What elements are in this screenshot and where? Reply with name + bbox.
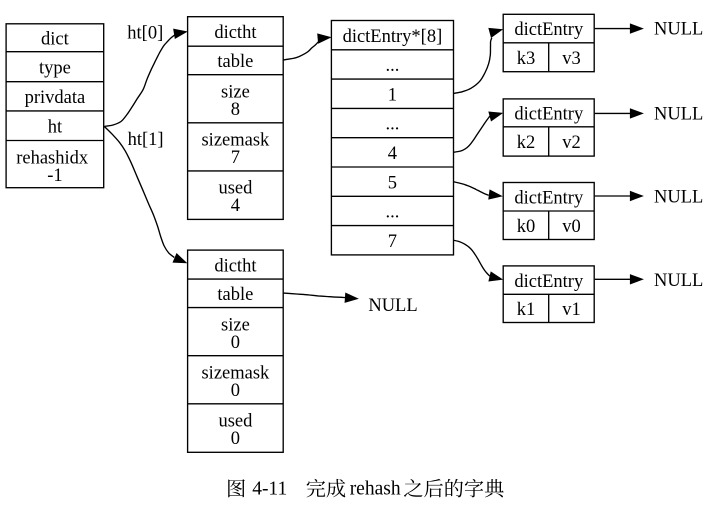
svg-text:NULL: NULL: [654, 271, 703, 291]
svg-text:-1: -1: [47, 166, 62, 186]
svg-text:8: 8: [231, 100, 240, 120]
svg-text:k1: k1: [517, 300, 536, 320]
svg-text:5: 5: [388, 173, 397, 193]
svg-text:v2: v2: [562, 133, 581, 153]
svg-text:0: 0: [231, 429, 240, 449]
svg-text:used: used: [218, 412, 253, 432]
svg-text:ht[0]: ht[0]: [127, 24, 163, 44]
svg-text:dictht: dictht: [214, 256, 257, 276]
svg-text:v3: v3: [562, 49, 581, 69]
svg-text:7: 7: [388, 232, 397, 252]
svg-text:dictht: dictht: [214, 23, 257, 43]
svg-text:rehash: rehash: [350, 479, 401, 500]
svg-text:1: 1: [388, 86, 397, 106]
svg-text:k0: k0: [517, 217, 536, 237]
svg-text:4: 4: [231, 196, 240, 216]
svg-text:NULL: NULL: [654, 187, 703, 207]
svg-text:...: ...: [385, 203, 399, 223]
svg-text:table: table: [217, 285, 253, 305]
svg-text:size: size: [221, 83, 250, 103]
svg-text:dictEntry*[8]: dictEntry*[8]: [343, 27, 443, 47]
svg-text:table: table: [217, 52, 253, 72]
svg-text:NULL: NULL: [654, 104, 703, 124]
svg-text:type: type: [39, 58, 71, 78]
svg-text:k3: k3: [517, 49, 536, 69]
svg-text:dictEntry: dictEntry: [514, 20, 584, 40]
svg-text:size: size: [221, 315, 250, 335]
svg-text:4-11: 4-11: [252, 479, 287, 500]
svg-text:dictEntry: dictEntry: [514, 105, 584, 125]
svg-text:dictEntry: dictEntry: [514, 188, 584, 208]
svg-text:dictEntry: dictEntry: [514, 272, 584, 292]
svg-text:ht: ht: [48, 117, 63, 137]
svg-text:sizemask: sizemask: [201, 364, 270, 384]
svg-text:...: ...: [385, 56, 399, 76]
svg-text:...: ...: [385, 115, 399, 135]
svg-text:ht[1]: ht[1]: [128, 130, 164, 150]
svg-text:v1: v1: [562, 300, 581, 320]
svg-text:NULL: NULL: [368, 296, 417, 316]
svg-text:privdata: privdata: [25, 88, 86, 108]
svg-text:0: 0: [231, 381, 240, 401]
svg-text:v0: v0: [562, 217, 581, 237]
svg-text:7: 7: [231, 148, 240, 168]
svg-text:0: 0: [231, 333, 240, 353]
svg-text:sizemask: sizemask: [201, 131, 270, 151]
svg-text:k2: k2: [517, 133, 536, 153]
svg-text:dict: dict: [41, 30, 70, 50]
svg-text:NULL: NULL: [654, 20, 703, 40]
svg-text:4: 4: [388, 144, 397, 164]
svg-text:used: used: [218, 179, 253, 199]
svg-text:rehashidx: rehashidx: [16, 148, 89, 168]
